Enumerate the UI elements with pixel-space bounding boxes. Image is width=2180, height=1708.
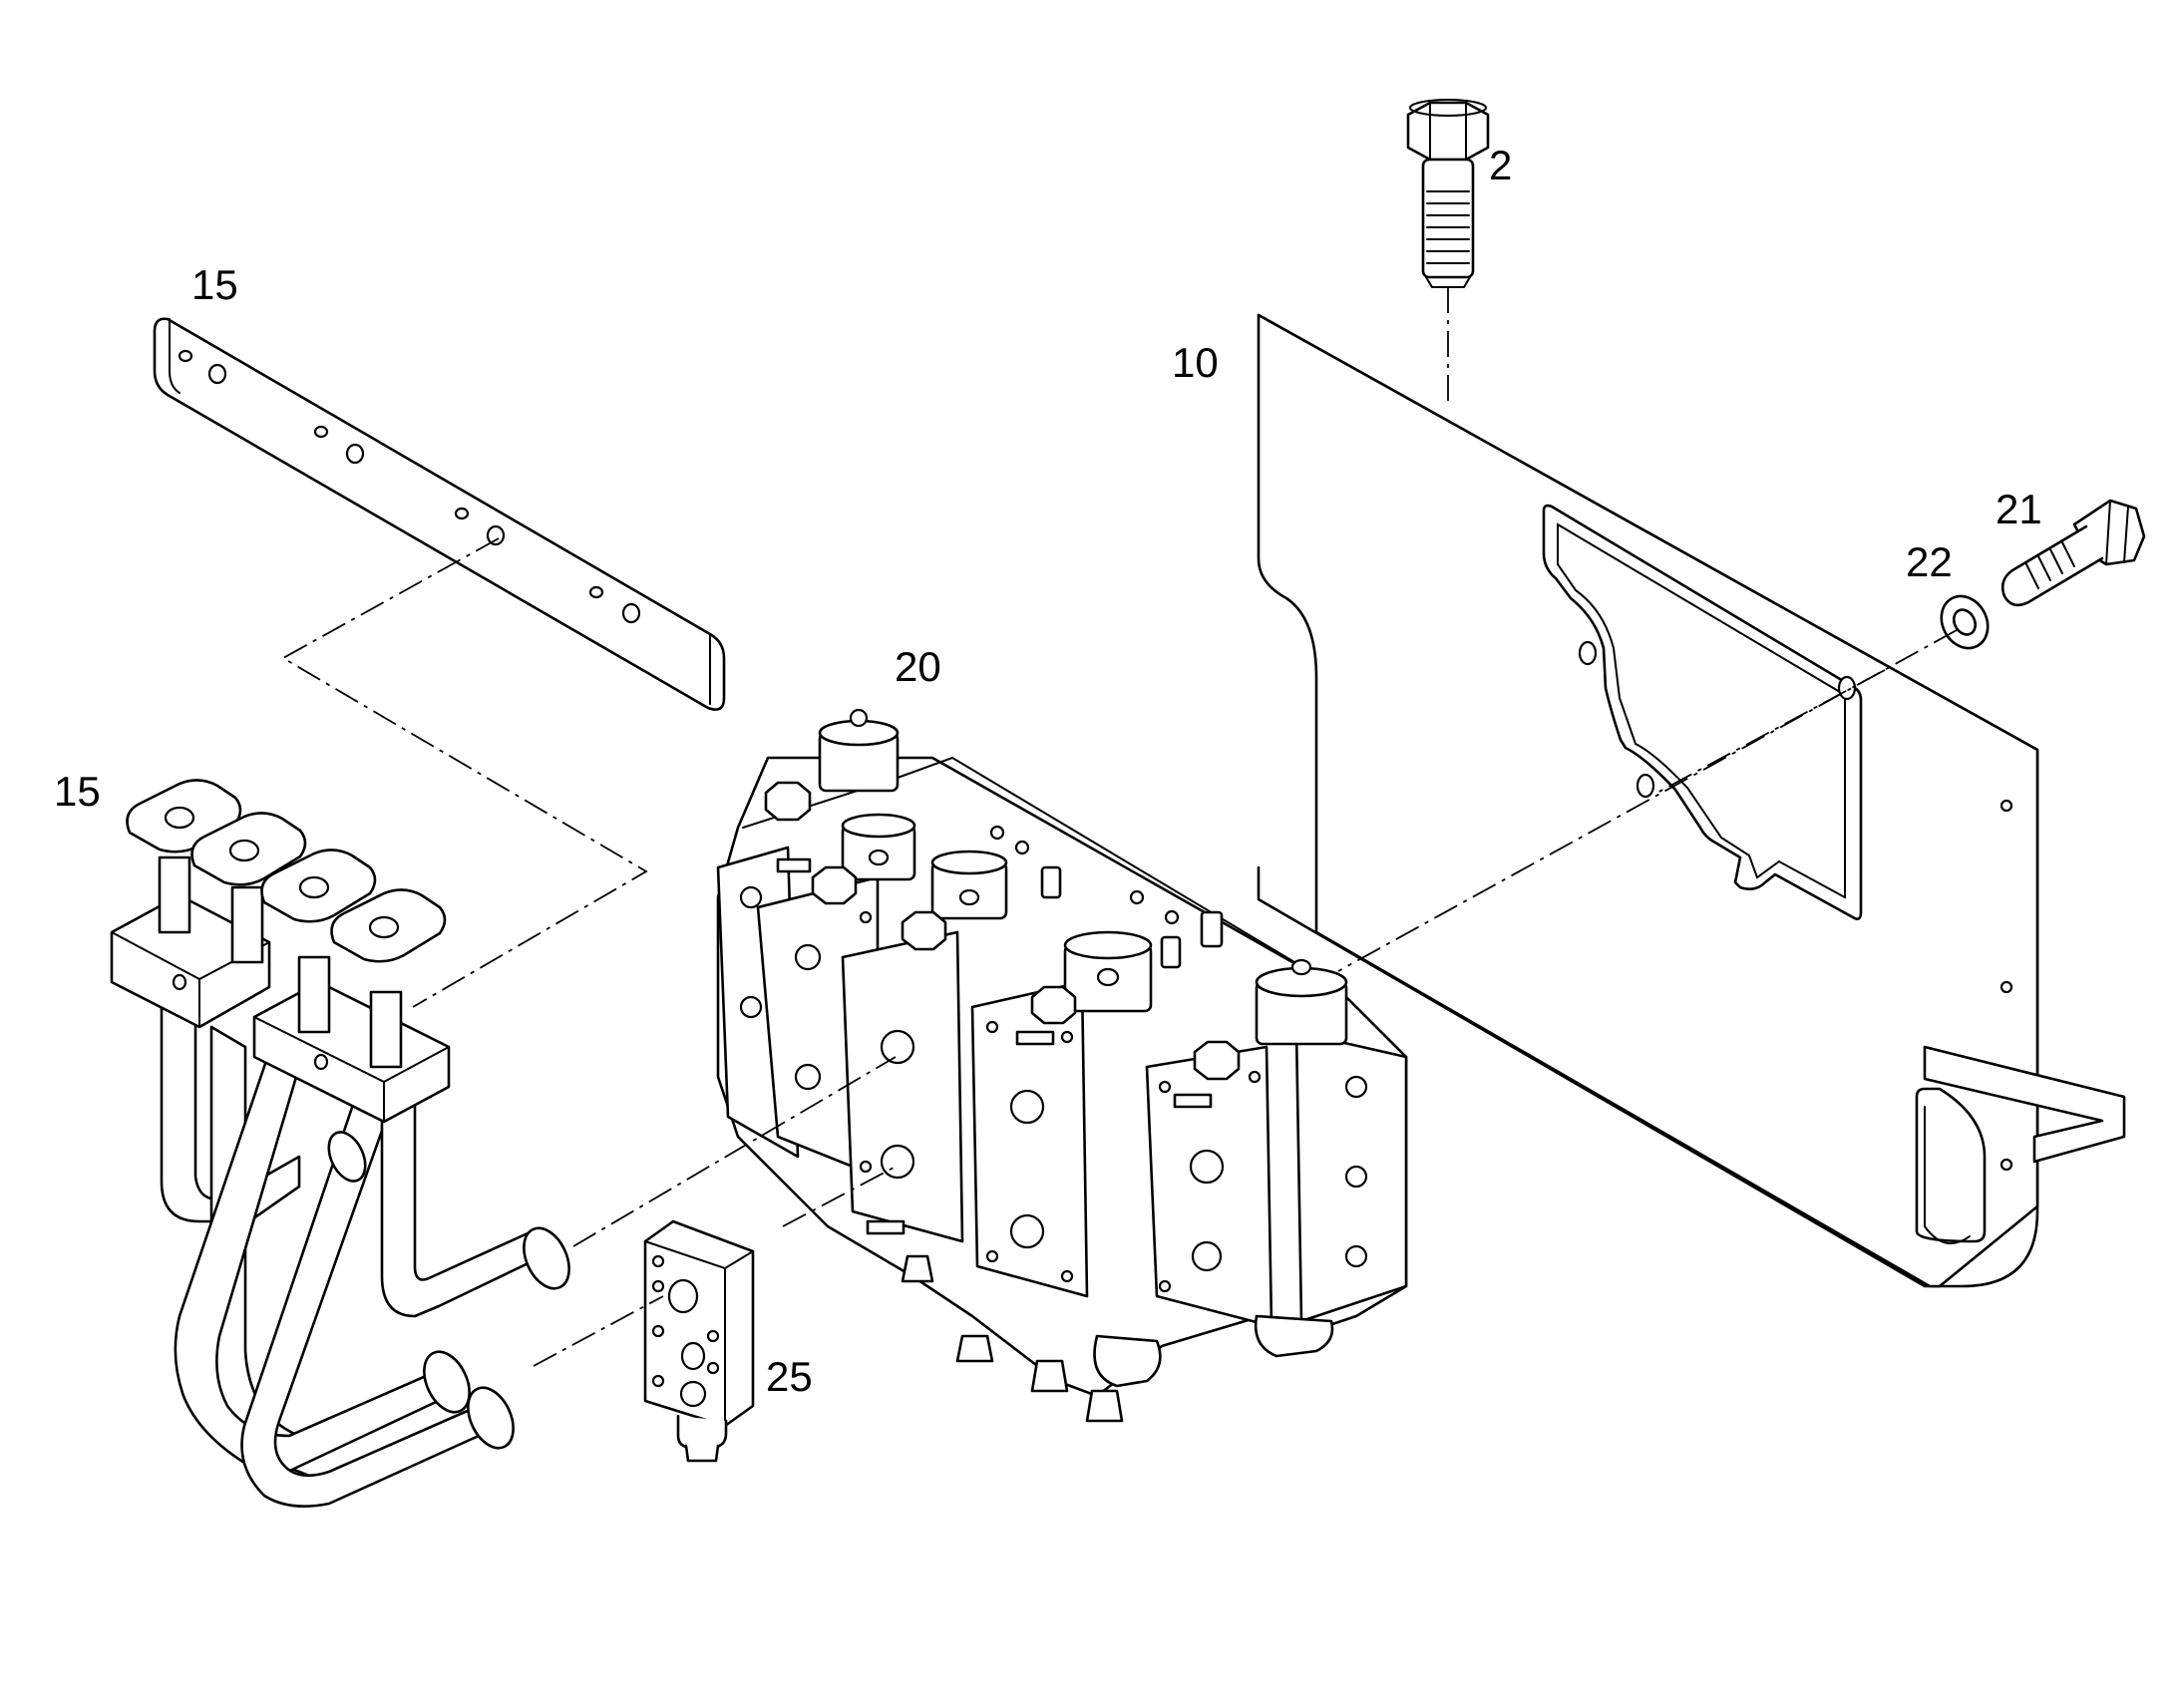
callout-15-pipes: 15	[54, 768, 101, 815]
mounting-bar-part	[153, 317, 726, 711]
pipe-assembly-part	[110, 779, 570, 1508]
callout-2: 2	[1489, 142, 1512, 188]
bolt-side-part	[2000, 499, 2146, 607]
callout-22: 22	[1906, 538, 1953, 585]
callout-25: 25	[766, 1353, 813, 1400]
small-block-part	[643, 1219, 755, 1463]
valve-block-part	[716, 708, 1408, 1423]
callout-21: 21	[1996, 486, 2042, 532]
bolt-top-part	[1406, 99, 1490, 288]
callout-10: 10	[1172, 339, 1219, 386]
callout-15-bar: 15	[191, 261, 238, 308]
washer-part	[1940, 594, 1990, 650]
leader-lines	[281, 287, 1958, 1367]
callout-20: 20	[895, 643, 941, 690]
